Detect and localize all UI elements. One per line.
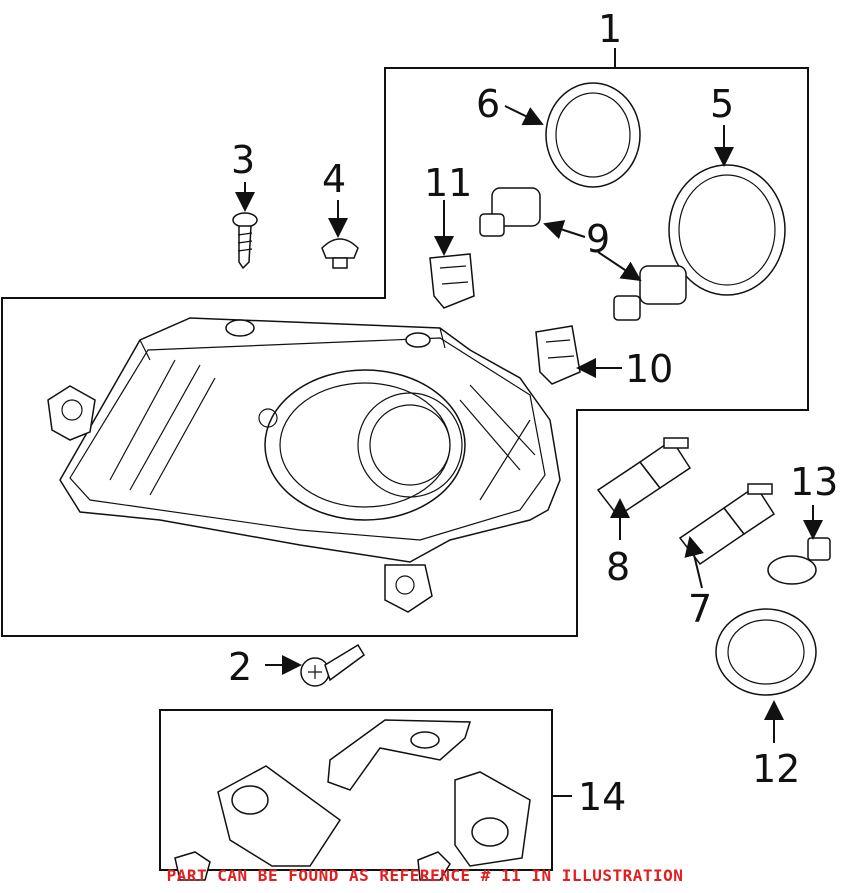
leader-7: [684, 536, 704, 589]
leader-9b: [597, 251, 642, 282]
bulb-socket-part-9-lower: [613, 265, 687, 321]
callout-3: 3: [231, 138, 255, 182]
callout-1: 1: [598, 7, 622, 51]
bulb-part-13: [767, 537, 831, 585]
screw-part-2: [300, 643, 365, 687]
callout-8: 8: [606, 545, 630, 589]
screw-part-3: [232, 212, 258, 270]
callout-11: 11: [424, 161, 472, 205]
callout-6: 6: [476, 82, 500, 126]
callout-13: 13: [790, 460, 838, 504]
callout-14: 14: [578, 775, 626, 819]
footer-reference-note: PART CAN BE FOUND AS REFERENCE # 11 IN I…: [166, 866, 684, 885]
assembly-outline-frame: [1, 67, 809, 637]
bracket-kit-part-14: [174, 719, 531, 881]
bulb-part-8: [596, 437, 692, 518]
headlight-housing: [47, 317, 561, 613]
bulb-socket-part-9-upper: [479, 187, 541, 237]
clip-part-11: [429, 253, 475, 309]
callout-12: 12: [752, 747, 800, 791]
cap-ring-part-6: [545, 82, 641, 188]
callout-10: 10: [625, 347, 673, 391]
callout-5: 5: [710, 82, 734, 126]
bracket-kit-frame: [159, 709, 553, 871]
ring-part-12: [715, 608, 817, 696]
callout-9: 9: [586, 217, 610, 261]
callout-4: 4: [322, 157, 346, 201]
clip-part-10: [535, 325, 581, 385]
plug-part-4: [321, 238, 359, 269]
leader-6: [504, 105, 544, 126]
callout-2: 2: [228, 645, 252, 689]
cap-ring-part-5: [668, 164, 786, 296]
leader-9a: [543, 220, 586, 240]
callout-7: 7: [688, 587, 712, 631]
